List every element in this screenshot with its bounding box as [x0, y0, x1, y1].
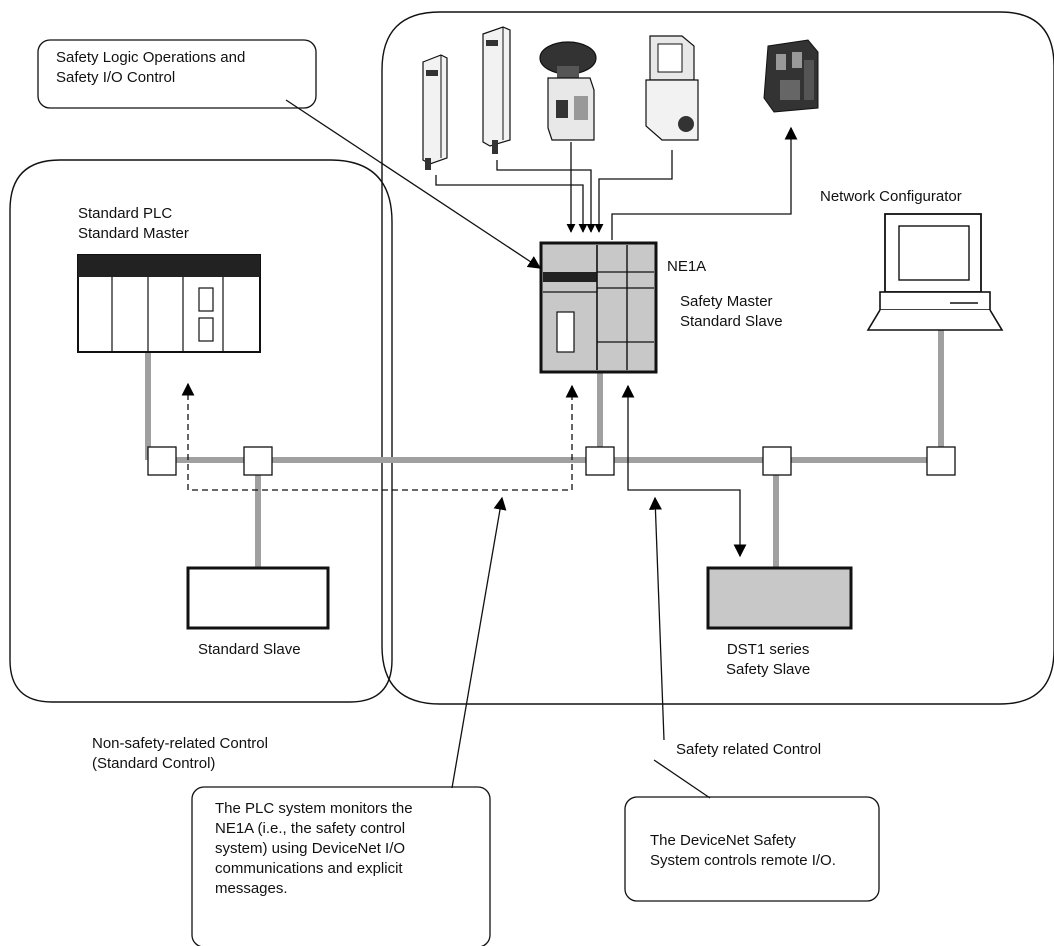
callout-line: NE1A (i.e., the safety control [215, 820, 406, 837]
io-wiring [435, 126, 798, 240]
callout-safety-logic: Safety Logic Operations and Safety I/O C… [56, 48, 245, 88]
callout-line: The DeviceNet Safety [650, 832, 796, 849]
callout-line: messages. [215, 880, 288, 897]
callout-line: system) using DeviceNet I/O [215, 840, 406, 857]
standard-plc-label: Standard PLC Standard Master [78, 204, 189, 244]
label-line: Safety Master [680, 293, 773, 310]
label-line: Standard Slave [680, 313, 783, 330]
label-line: Safety Slave [726, 661, 811, 678]
non-safety-control-label: Non-safety-related Control (Standard Con… [92, 734, 268, 774]
bus-nodes [147, 446, 956, 476]
callout-plc-monitor: The PLC system monitors the NE1A (i.e., … [215, 799, 413, 899]
callout-line: Safety Logic Operations and [56, 49, 246, 66]
callout-line: The PLC system monitors the [215, 800, 413, 817]
callout-box-safety-logic [37, 39, 317, 109]
callout-box-plc-monitor [191, 786, 491, 946]
dst1-safety-slave-icon [706, 566, 853, 630]
callout-line: communications and explicit [215, 860, 403, 877]
ne1a-label: NE1A [667, 258, 707, 275]
label-line: Non-safety-related Control [92, 735, 268, 752]
label-line: Standard PLC [78, 205, 173, 222]
safety-control-region [381, 11, 1054, 705]
light-curtain-long-icon [482, 26, 511, 154]
ne1a-controller-icon [539, 241, 658, 374]
label-line: DST1 series [726, 641, 810, 658]
callout-devicenet-safety: The DeviceNet Safety System controls rem… [650, 831, 836, 871]
dst1-label: DST1 series Safety Slave [726, 640, 810, 680]
light-curtain-short-icon [422, 54, 448, 170]
label-line: Standard Master [78, 225, 189, 242]
ne1a-role-label: Safety Master Standard Slave [680, 292, 783, 332]
contactor-icon [763, 39, 819, 113]
standard-plc-icon [77, 254, 261, 353]
callout-line: Safety I/O Control [56, 69, 176, 86]
network-configurator-label: Network Configurator [820, 188, 962, 205]
standard-slave-icon [186, 566, 330, 630]
label-line: (Standard Control) [92, 755, 216, 772]
emergency-stop-icon [539, 41, 597, 141]
safety-related-control-label: Safety related Control [676, 741, 822, 758]
door-switch-icon [645, 35, 699, 141]
callout-line: System controls remote I/O. [650, 852, 836, 869]
callout-box-devicenet-safety [624, 796, 880, 902]
callout-leaders [285, 99, 711, 799]
devicenet-cables [145, 328, 944, 568]
standard-slave-label: Standard Slave [198, 641, 301, 658]
safety-control-path [621, 384, 747, 558]
network-configurator-icon [866, 213, 1004, 331]
monitoring-path [181, 382, 579, 491]
